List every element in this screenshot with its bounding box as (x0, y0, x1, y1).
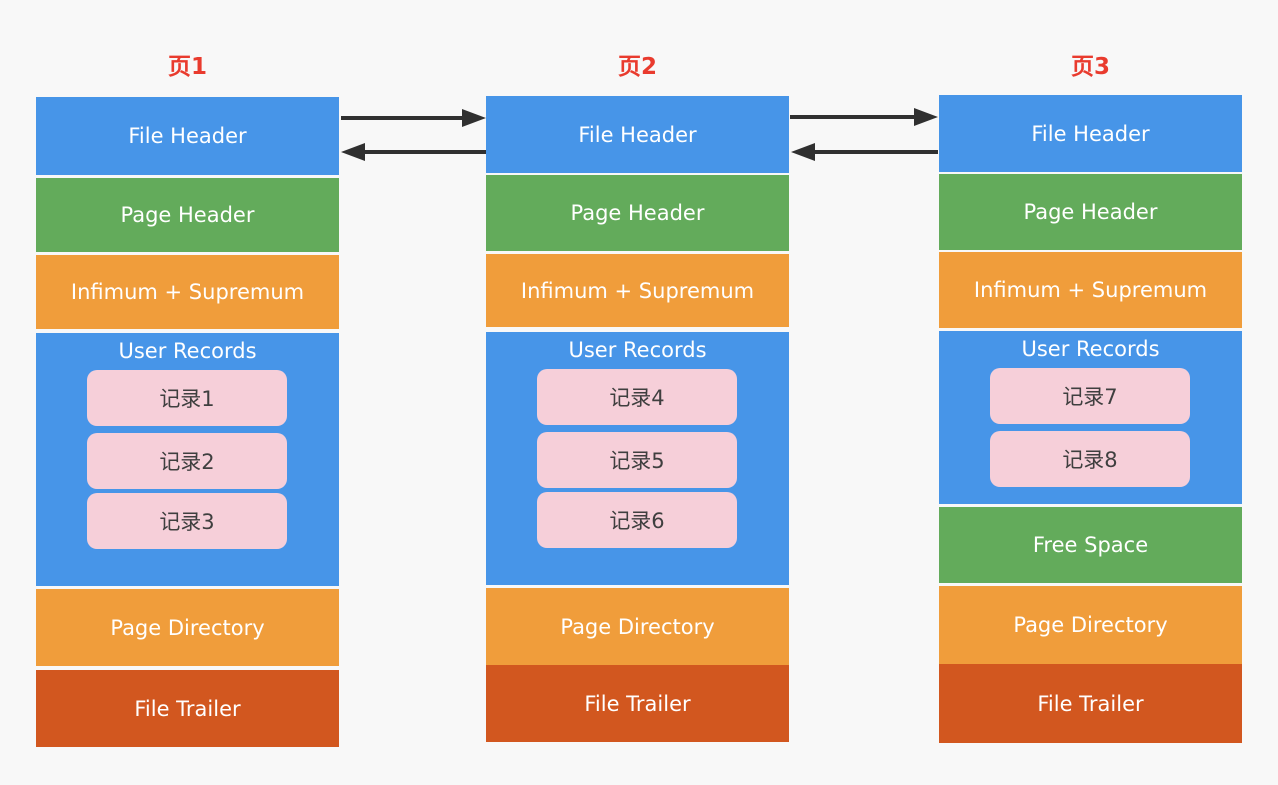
page-3: 页3 File Header Page Header Infimum + Sup… (939, 0, 1242, 785)
page-1-record-1: 记录1 (87, 370, 287, 426)
page-2-user-records-label: User Records (568, 338, 707, 362)
page-2-title: 页2 (617, 54, 657, 80)
page-3-free-space-block: Free Space (939, 507, 1242, 583)
page-1-record-2: 记录2 (87, 433, 287, 489)
page-2-user-records-block: User Records 记录4 记录5 记录6 (486, 332, 789, 585)
arrow-page1-to-page2 (341, 109, 486, 127)
page-1-page-header-block: Page Header (36, 178, 339, 252)
page-3-user-records-block: User Records 记录7 记录8 (939, 331, 1242, 504)
page-3-record-8: 记录8 (990, 431, 1190, 487)
page-1-file-trailer-block: File Trailer (36, 670, 339, 747)
page-1-page-directory-block: Page Directory (36, 589, 339, 666)
page-2-record-6: 记录6 (537, 492, 737, 548)
page-2-infimum-supremum-block: Infimum + Supremum (486, 254, 789, 327)
page-1: 页1 File Header Page Header Infimum + Sup… (36, 0, 339, 785)
page-1-title: 页1 (167, 54, 207, 80)
page-2-record-5: 记录5 (537, 432, 737, 488)
arrow-page3-to-page2 (791, 143, 938, 161)
page-3-user-records-label: User Records (1021, 337, 1160, 361)
page-3-page-header-block: Page Header (939, 174, 1242, 250)
arrow-page2-to-page1 (341, 143, 486, 161)
page-2-page-directory-block: Page Directory (486, 588, 789, 665)
page-2-record-4: 记录4 (537, 369, 737, 425)
arrow-page2-to-page3 (790, 108, 938, 126)
page-3-file-trailer-block: File Trailer (939, 664, 1242, 743)
page-3-title: 页3 (1070, 54, 1110, 80)
page-1-record-3: 记录3 (87, 493, 287, 549)
page-1-user-records-label: User Records (118, 339, 257, 363)
page-2-file-trailer-block: File Trailer (486, 665, 789, 742)
page-1-infimum-supremum-block: Infimum + Supremum (36, 255, 339, 329)
page-2: 页2 File Header Page Header Infimum + Sup… (486, 0, 789, 785)
page-3-page-directory-block: Page Directory (939, 586, 1242, 664)
page-1-user-records-block: User Records 记录1 记录2 记录3 (36, 333, 339, 586)
page-2-page-header-block: Page Header (486, 175, 789, 251)
page-2-file-header-block: File Header (486, 96, 789, 173)
page-1-file-header-block: File Header (36, 97, 339, 175)
page-3-file-header-block: File Header (939, 95, 1242, 172)
page-3-record-7: 记录7 (990, 368, 1190, 424)
page-3-infimum-supremum-block: Infimum + Supremum (939, 252, 1242, 328)
